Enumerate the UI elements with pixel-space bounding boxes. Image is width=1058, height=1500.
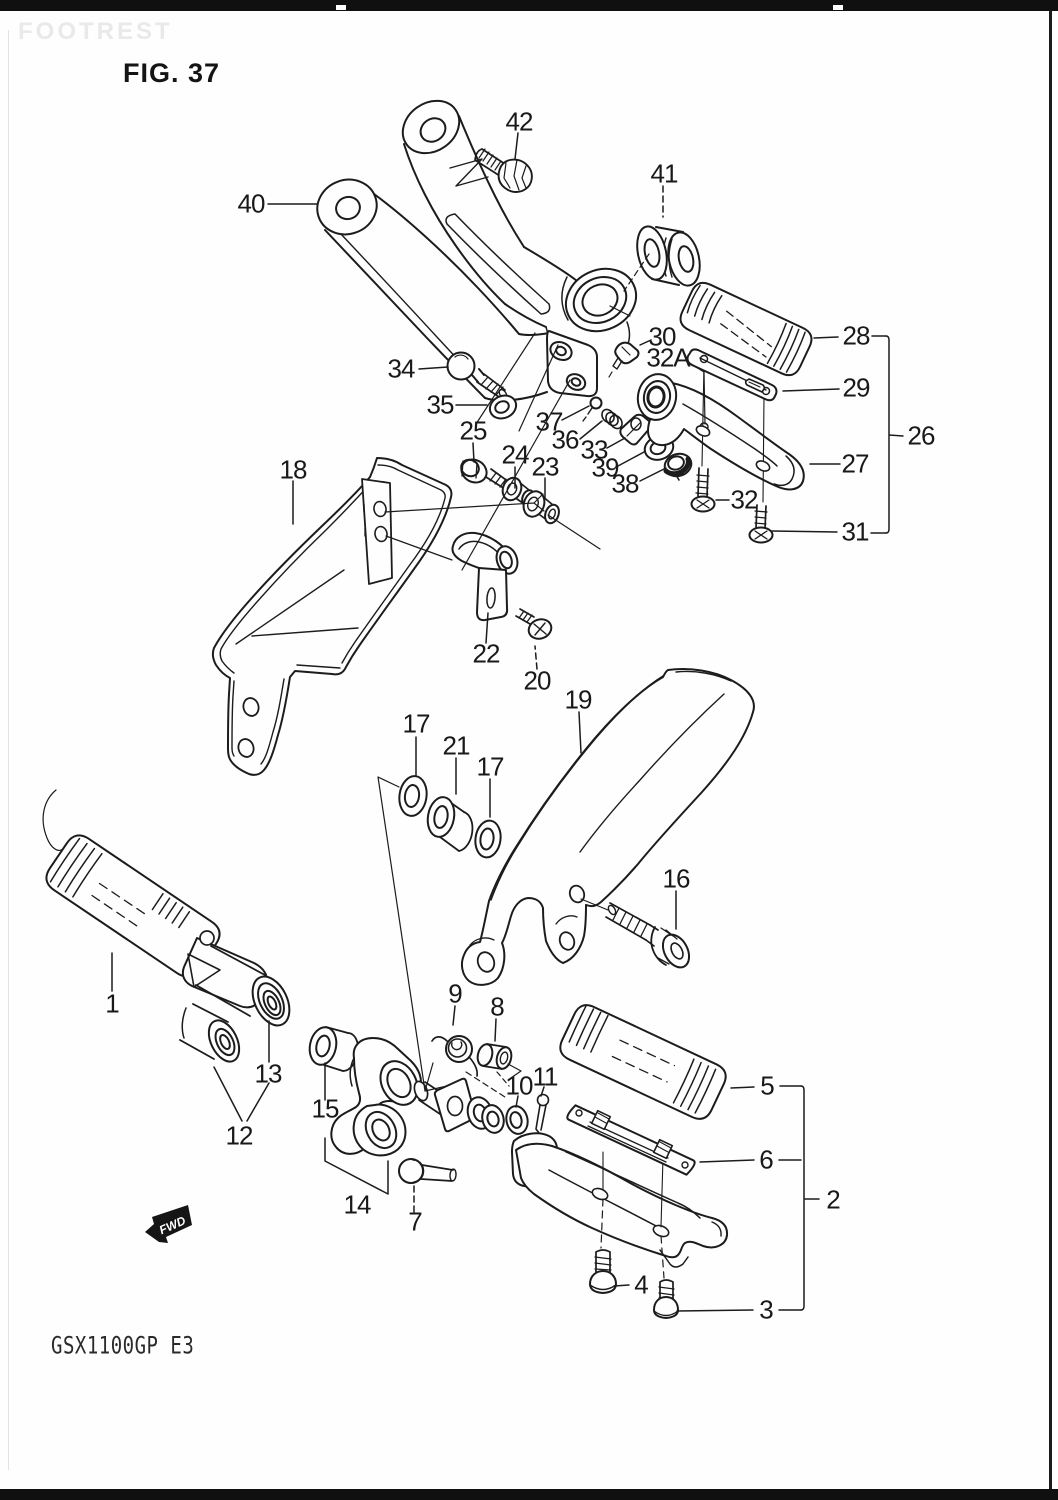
part-30-stopper-bolt	[608, 341, 640, 378]
part-label-24: 24	[501, 439, 530, 470]
part-label-5: 5	[760, 1070, 775, 1101]
part-label-20: 20	[523, 665, 552, 696]
part-label-15: 15	[311, 1093, 340, 1124]
part-42-bolt	[474, 148, 533, 193]
part-label-34: 34	[387, 353, 416, 384]
part-label-27: 27	[841, 448, 870, 479]
part-32a-clip	[744, 378, 766, 393]
part-label-11: 11	[532, 1061, 559, 1092]
part-41-cushion	[636, 225, 701, 287]
part-9-spring	[431, 1035, 479, 1077]
part-label-39: 39	[591, 452, 620, 483]
part-label-37: 37	[535, 406, 564, 437]
part-label-16: 16	[662, 863, 691, 894]
page-left-rule	[8, 30, 9, 1470]
scan-top-notch-2	[833, 5, 843, 10]
part-label-10: 10	[505, 1070, 534, 1101]
part-label-32a: 32A	[646, 342, 690, 373]
leader-lines	[111, 132, 904, 1312]
model-code: GSX1100GP E3	[51, 1332, 195, 1360]
part-label-12: 12	[225, 1120, 254, 1151]
part-17a-washer	[398, 775, 428, 817]
part-label-17b: 17	[476, 751, 505, 782]
part-1-front-footrest	[45, 834, 291, 1063]
fwd-arrow: FWD	[145, 1205, 192, 1243]
part-label-8: 8	[490, 991, 505, 1022]
part-label-21: 21	[442, 730, 471, 761]
part-33-holder	[619, 413, 652, 446]
part-label-6: 6	[759, 1144, 774, 1175]
part-14-holder	[330, 1037, 422, 1157]
part-37-pin	[582, 396, 603, 422]
part-label-4: 4	[634, 1269, 649, 1300]
part-8-collar	[476, 1043, 513, 1070]
part-main-bracket	[401, 99, 638, 353]
part-18-heel-guard	[211, 457, 453, 776]
page-watermark: FOOTREST	[18, 18, 173, 45]
part-28-rubber	[679, 281, 813, 377]
part-15-bushing	[308, 1026, 359, 1072]
part-label-29: 29	[842, 372, 871, 403]
part-23-spacer	[522, 490, 560, 525]
part-label-32: 32	[730, 484, 759, 515]
part-label-33: 33	[580, 434, 609, 465]
part-4-screw	[589, 1249, 617, 1294]
part-label-9: 9	[448, 978, 463, 1009]
part-label-40: 40	[237, 188, 266, 219]
part-27-footrest-bar	[636, 363, 805, 503]
part-17b-washer	[474, 819, 502, 859]
part-label-2: 2	[826, 1184, 841, 1215]
part-21-spacer	[426, 796, 474, 852]
part-38-nut	[663, 452, 693, 481]
construction-lines	[42, 253, 650, 1098]
part-31-screw	[748, 504, 774, 544]
part-label-28: 28	[842, 320, 871, 351]
part-22-bracket	[451, 531, 519, 622]
part-label-14: 14	[343, 1189, 372, 1220]
part-pivot-pin	[413, 1077, 505, 1134]
part-label-23: 23	[531, 451, 560, 482]
part-label-18: 18	[279, 454, 308, 485]
part-16-bolt	[605, 902, 691, 969]
part-6-plate	[566, 1104, 696, 1176]
part-label-3: 3	[759, 1294, 774, 1325]
part-10-washer	[505, 1105, 529, 1135]
part-label-1: 1	[105, 988, 120, 1019]
part-label-25: 25	[459, 415, 488, 446]
scan-top-edge	[0, 0, 1058, 11]
part-label-36: 36	[551, 424, 580, 455]
part-label-38: 38	[611, 468, 640, 499]
part-32-screw	[690, 467, 716, 513]
page-right-rule	[1049, 10, 1052, 1489]
part-label-13: 13	[254, 1058, 283, 1089]
part-5-rubber	[559, 1004, 727, 1120]
scan-top-notch-1	[336, 5, 346, 10]
part-34-bolt	[446, 351, 508, 400]
part-label-31: 31	[841, 516, 870, 547]
part-36-spring	[601, 408, 623, 430]
part-label-42: 42	[505, 106, 534, 137]
part-label-22: 22	[472, 638, 501, 669]
part-3-screw	[653, 1279, 679, 1319]
part-20-screw	[515, 608, 553, 640]
part-mounting-plate	[546, 330, 598, 398]
part-label-26: 26	[907, 420, 936, 451]
part-label-30: 30	[648, 321, 677, 352]
part-label-41: 41	[650, 158, 679, 189]
part-2-rear-footrest-base	[511, 1132, 729, 1279]
part-label-17a: 17	[402, 708, 431, 739]
part-7-bolt	[398, 1158, 457, 1184]
part-label-19: 19	[564, 684, 593, 715]
part-label-35: 35	[426, 389, 455, 420]
figure-title: FIG. 37	[123, 58, 221, 88]
part-19-brace	[460, 668, 755, 986]
part-35-washer	[488, 394, 518, 420]
part-label-7: 7	[408, 1206, 423, 1237]
part-25-bolt	[460, 458, 512, 491]
scan-bottom-edge	[0, 1489, 1058, 1500]
part-11-cotter-pin	[535, 1093, 550, 1134]
